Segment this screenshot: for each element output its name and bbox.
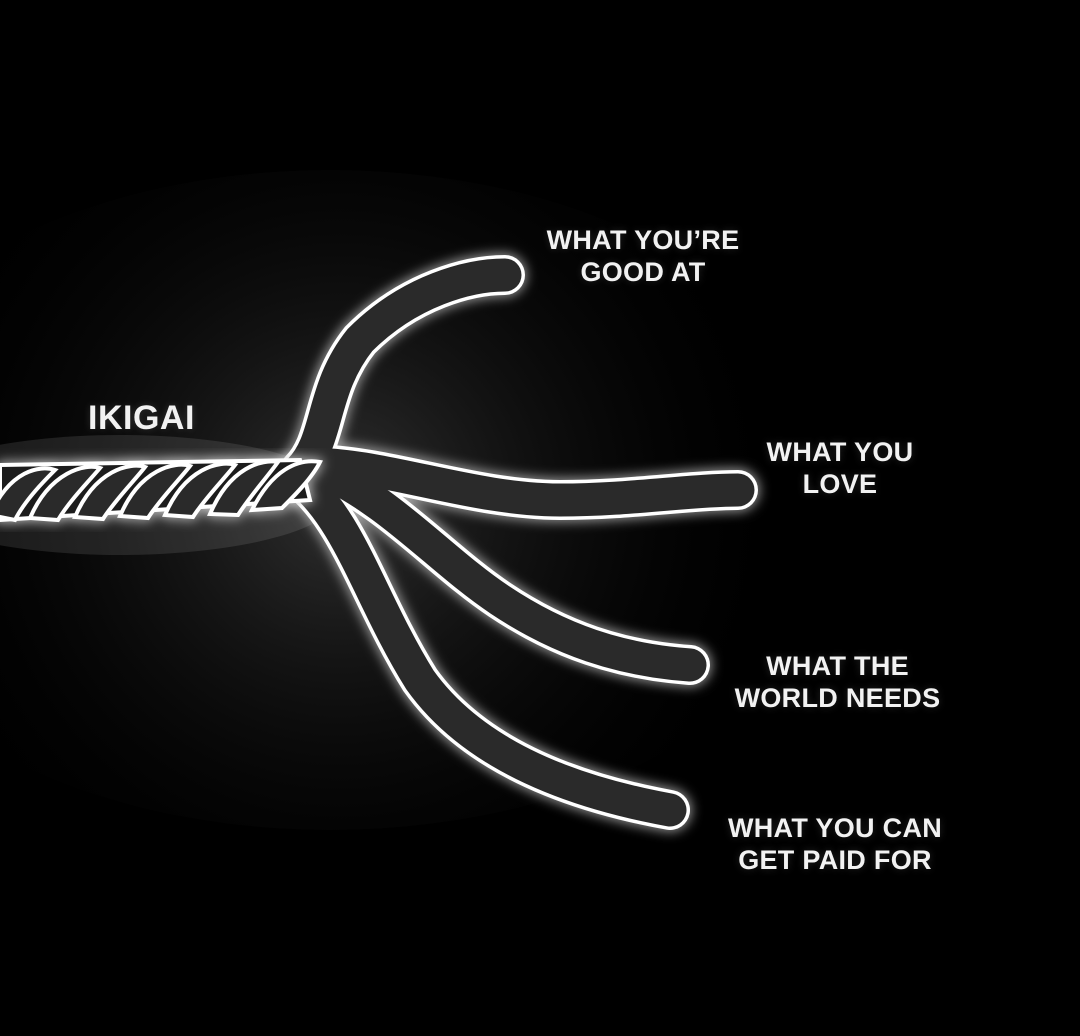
branch-label-line: WHAT THE <box>766 651 909 681</box>
branch-label-line: GET PAID FOR <box>738 845 932 876</box>
branch-label-good-at: WHAT YOU’RE GOOD AT <box>528 224 758 289</box>
branch-label-line: LOVE <box>802 469 878 500</box>
ikigai-label: IKIGAI <box>88 398 195 439</box>
strands <box>280 255 758 830</box>
branch-label-love: WHAT YOU LOVE <box>740 436 940 501</box>
ikigai-label-text: IKIGAI <box>88 399 195 437</box>
branch-label-paid-for: WHAT YOU CAN GET PAID FOR <box>690 812 980 877</box>
branch-label-line: WHAT YOU CAN <box>727 813 943 843</box>
branch-label-line: WORLD NEEDS <box>734 683 941 714</box>
branch-label-line: WHAT YOU <box>766 437 914 467</box>
branch-label-line: WHAT YOU’RE <box>546 225 740 255</box>
branch-label-world-needs: WHAT THE WORLD NEEDS <box>700 650 975 715</box>
branch-label-line: GOOD AT <box>580 257 706 288</box>
twisted-rope <box>0 457 323 523</box>
